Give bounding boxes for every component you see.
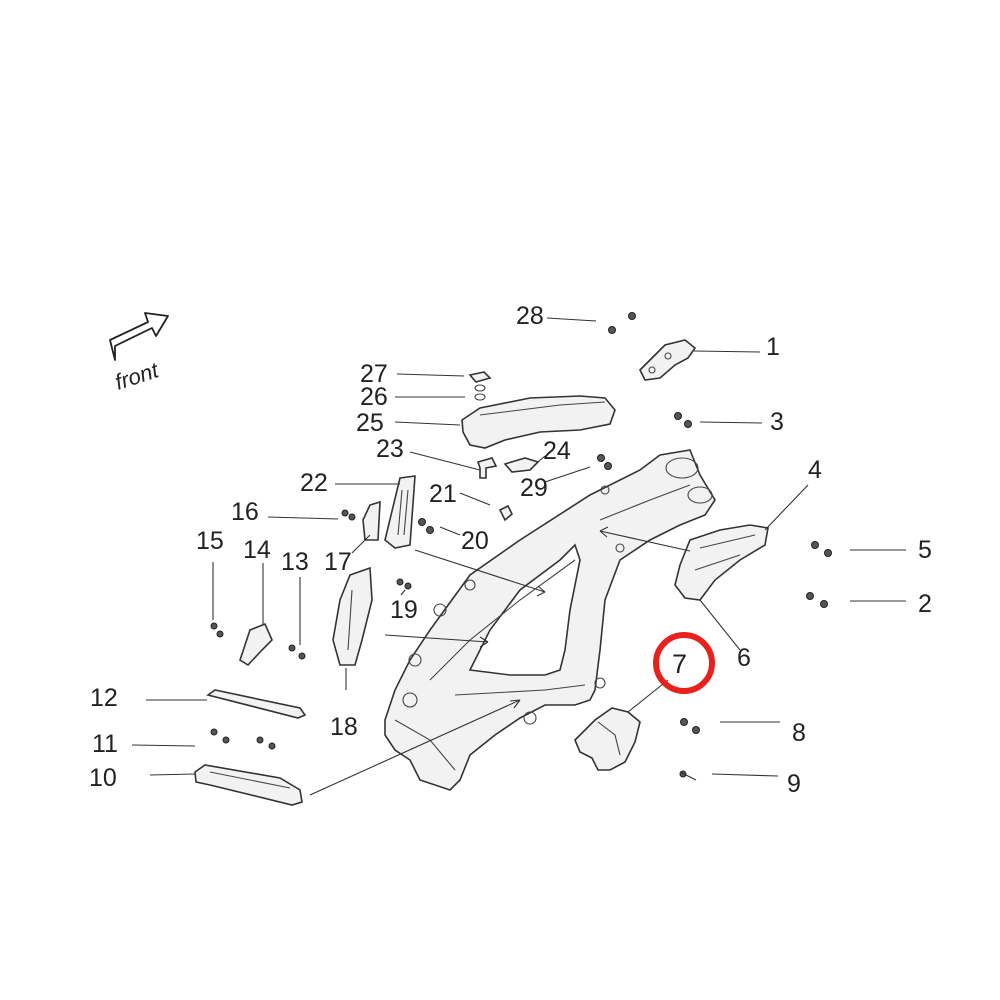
part-27-cap bbox=[468, 371, 492, 383]
part-24-pad bbox=[503, 457, 540, 473]
part-numbers: 28 1 3 4 5 2 6 7 8 9 10 11 12 13 14 15 1… bbox=[89, 302, 932, 798]
front-arrow-icon: front bbox=[109, 312, 169, 395]
label-22: 22 bbox=[300, 469, 328, 497]
label-11: 11 bbox=[92, 730, 118, 758]
part-29-nuts bbox=[597, 454, 612, 470]
label-4: 4 bbox=[808, 456, 822, 484]
label-19: 19 bbox=[390, 596, 418, 624]
label-2: 2 bbox=[918, 590, 932, 618]
part-17-plate bbox=[362, 500, 381, 541]
label-14: 14 bbox=[243, 536, 271, 564]
part-2-nuts bbox=[806, 592, 828, 608]
label-7: 7 bbox=[672, 649, 687, 679]
label-3: 3 bbox=[770, 408, 784, 436]
label-24: 24 bbox=[543, 437, 571, 465]
label-26: 26 bbox=[360, 383, 388, 411]
label-15: 15 bbox=[196, 527, 224, 555]
label-13: 13 bbox=[281, 548, 309, 576]
part-16-screws bbox=[341, 509, 356, 521]
part-20-nuts bbox=[418, 518, 434, 534]
label-29: 29 bbox=[520, 474, 548, 502]
label-10: 10 bbox=[89, 764, 117, 792]
part-12-strip bbox=[206, 689, 307, 719]
highlight-circle bbox=[653, 632, 715, 694]
label-23: 23 bbox=[376, 435, 404, 463]
label-1: 1 bbox=[766, 333, 780, 361]
part-7-cover bbox=[574, 707, 641, 771]
leader-lines bbox=[131, 317, 906, 796]
label-20: 20 bbox=[461, 527, 489, 555]
part-8-nuts bbox=[680, 718, 700, 734]
main-frame bbox=[384, 449, 716, 791]
label-9: 9 bbox=[787, 770, 801, 798]
label-6: 6 bbox=[737, 644, 751, 672]
part-1-bracket bbox=[639, 339, 697, 381]
part-28-nuts bbox=[608, 312, 636, 334]
part-22-plate bbox=[384, 475, 416, 549]
part-10-skid-plate bbox=[194, 764, 303, 806]
label-25: 25 bbox=[356, 409, 384, 437]
label-16: 16 bbox=[231, 498, 259, 526]
part-14-bracket bbox=[239, 622, 273, 667]
part-9-bolt bbox=[679, 770, 697, 781]
part-15-screws bbox=[210, 622, 224, 638]
label-27: 27 bbox=[360, 360, 388, 388]
part-3-bolts bbox=[674, 412, 692, 428]
part-18-panel bbox=[332, 566, 373, 666]
part-26-washers bbox=[474, 384, 486, 401]
label-8: 8 bbox=[792, 719, 806, 747]
part-13-screws bbox=[288, 644, 306, 660]
label-21: 21 bbox=[429, 480, 457, 508]
part-11-screws bbox=[210, 728, 276, 750]
part-4-guard bbox=[674, 524, 769, 601]
label-28: 28 bbox=[516, 302, 544, 330]
part-23-clip bbox=[476, 457, 498, 479]
part-19-screws bbox=[396, 578, 412, 590]
front-label: front bbox=[112, 357, 162, 395]
label-18: 18 bbox=[330, 713, 358, 741]
label-17: 17 bbox=[324, 548, 352, 576]
label-5: 5 bbox=[918, 536, 932, 564]
part-21-clip bbox=[498, 504, 513, 522]
part-5-nuts bbox=[811, 541, 832, 557]
part-25-cover bbox=[461, 395, 616, 449]
label-12: 12 bbox=[90, 684, 118, 712]
